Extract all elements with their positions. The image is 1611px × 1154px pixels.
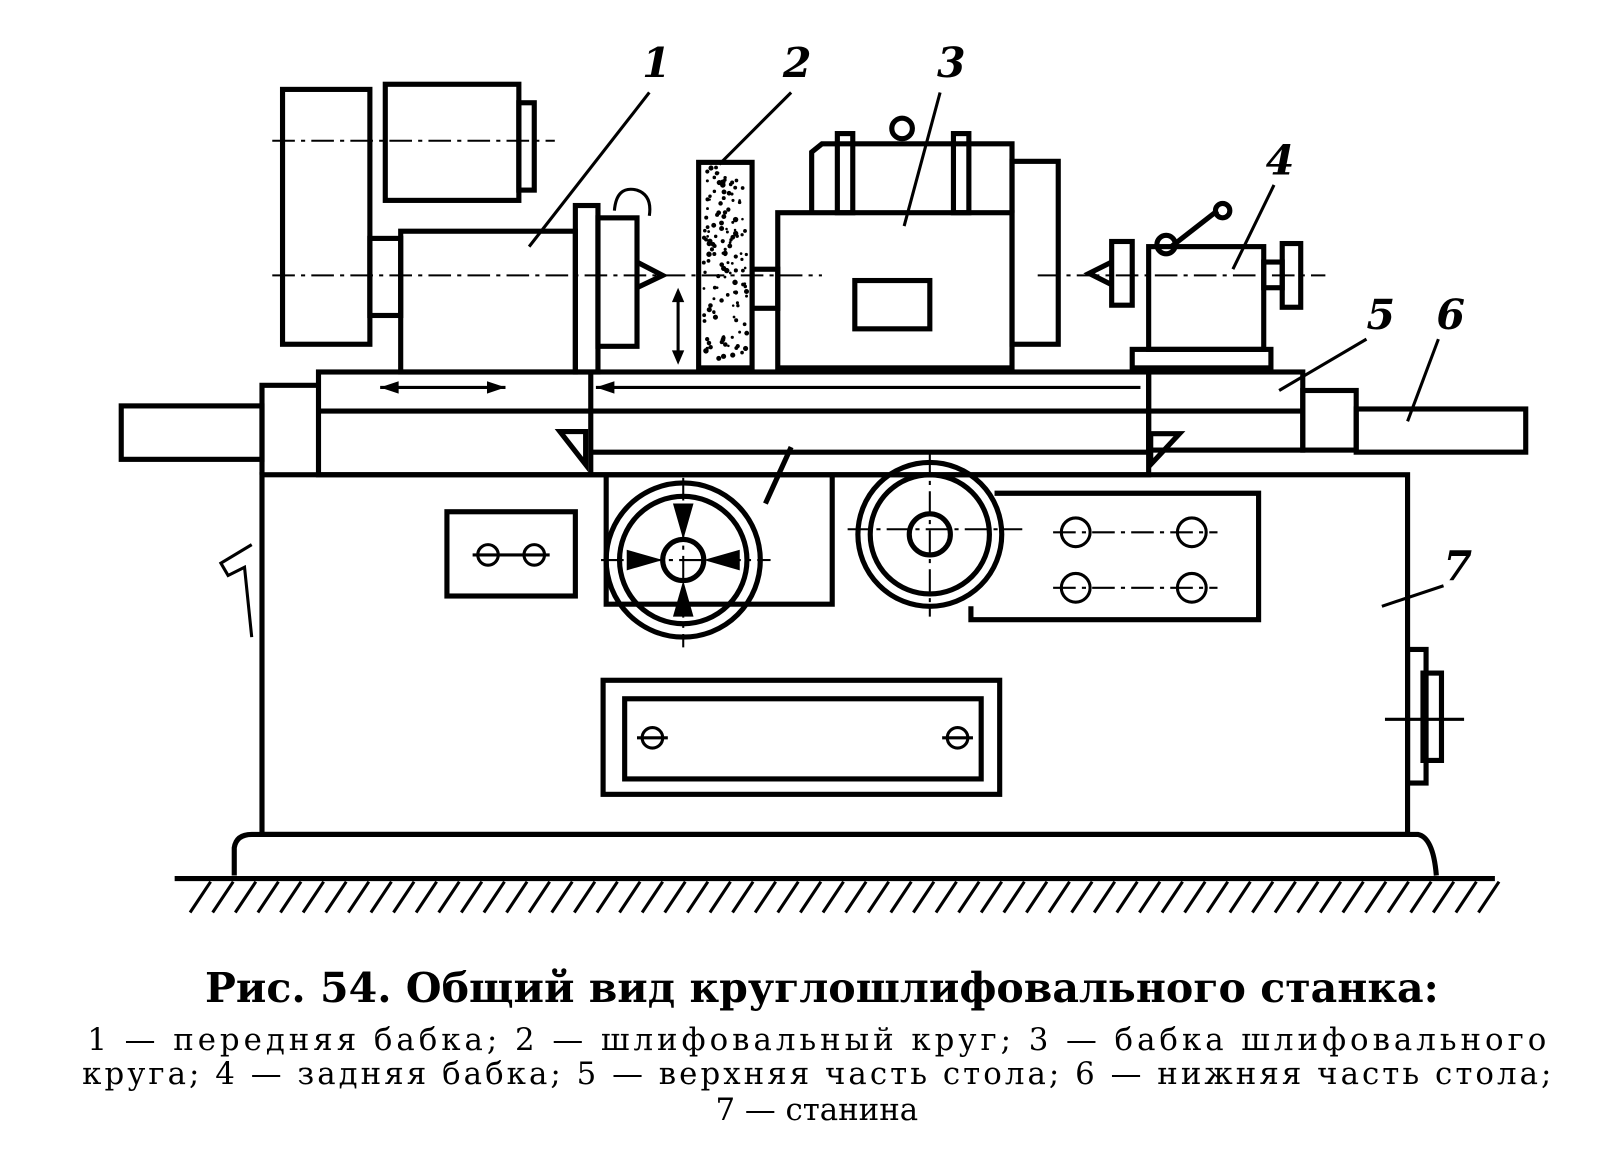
legend-line-3: 7 — станина: [715, 1092, 918, 1128]
base-plinth: [231, 831, 1439, 876]
tailstock: [1146, 244, 1267, 352]
label-3: 3: [937, 38, 966, 87]
machine-drawing: [118, 81, 1529, 914]
label-7: 7: [1444, 542, 1473, 591]
wheelhead-window: [852, 277, 933, 332]
legend-line-1: 1 — передняя бабка; 2 — шлифовальный кру…: [87, 1022, 1546, 1058]
wheelhead: [775, 210, 1015, 371]
label-5: 5: [1366, 290, 1395, 339]
part-labels: 1 2 3 4 5 6 7: [642, 38, 1472, 591]
lower-table-left: [118, 403, 265, 462]
label-6: 6: [1436, 290, 1465, 339]
caption: Рис. 54. Общий вид круглошлифовального с…: [82, 963, 1551, 1128]
pulley: [279, 86, 373, 347]
label-2: 2: [782, 38, 812, 87]
feed-wheel: [847, 452, 1023, 617]
lower-table-right: [1353, 406, 1529, 455]
ground-hatching: [174, 876, 1501, 914]
headstock: [398, 228, 578, 375]
label-4: 4: [1266, 136, 1295, 185]
grinding-wheel: [696, 159, 755, 371]
headstock-motor: [382, 81, 522, 203]
legend-line-2: круга; 4 — задняя бабка; 5 — верхняя час…: [82, 1056, 1551, 1092]
handwheel: [601, 477, 771, 648]
label-1: 1: [642, 38, 671, 87]
bottom-cover: [600, 677, 1003, 797]
gear-plate: [968, 490, 1262, 623]
control-panel: [444, 509, 578, 599]
caption-title: Рис. 54. Общий вид круглошлифовального с…: [205, 963, 1439, 1012]
